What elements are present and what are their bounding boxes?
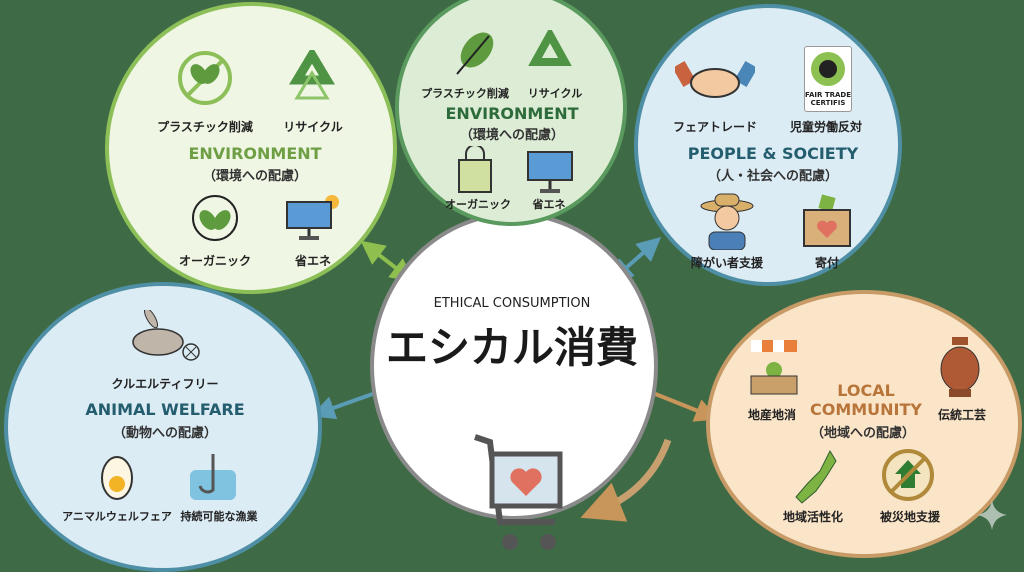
fish-hook-icon [188, 450, 238, 506]
animal-title: ANIMAL WELFARE [85, 400, 245, 419]
item-traditional-crafts: 伝統工芸 [937, 408, 987, 422]
leaf-icon [451, 30, 499, 80]
item-energy-saving: 省エネ [294, 254, 332, 268]
item-recycle: リサイクル [283, 120, 343, 134]
item-sustainable-fishing: 持続可能な漁業 [180, 510, 258, 523]
people-title: PEOPLE & SOCIETY [687, 144, 859, 163]
item-local-production: 地産地消 [747, 408, 797, 422]
local-title-line2: COMMUNITY [809, 400, 923, 419]
item-cruelty-free: クルエルティフリー [111, 377, 219, 391]
fair-trade-badge: FAIR TRADE CERTIFIS [804, 46, 852, 112]
sparkle-icon [977, 500, 1007, 534]
center-title: エシカル消費 [385, 323, 639, 372]
local-title-line1: LOCAL [837, 381, 895, 400]
recycle-icon [525, 26, 575, 80]
egg-icon [99, 450, 135, 506]
people-society-circle [634, 4, 902, 286]
item-anti-child-labor: 児童労働反対 [789, 120, 863, 134]
environment-circle-left [105, 2, 397, 294]
item-plastic-reduction: プラスチック削減 [421, 87, 509, 100]
japan-map-icon [790, 447, 840, 511]
environment-title: ENVIRONMENT [188, 144, 322, 163]
item-disability-support: 障がい者支援 [690, 256, 764, 270]
item-recycle: リサイクル [527, 87, 583, 100]
environment-circle-top [395, 0, 627, 226]
solar-panel-icon [282, 192, 342, 246]
handshake-icon [672, 55, 758, 109]
item-fair-trade: フェアトレード [672, 120, 758, 134]
organic-bag-icon [453, 144, 497, 198]
traditional-pottery-icon [939, 335, 981, 403]
no-plastic-icon [177, 50, 233, 110]
farmer-icon [699, 190, 755, 254]
item-plastic-reduction: プラスチック削減 [157, 120, 253, 134]
disaster-support-icon [881, 448, 935, 506]
local-subtitle: （地域への配慮） [810, 426, 916, 441]
center-subtitle: ETHICAL CONSUMPTION [433, 296, 591, 311]
animal-subtitle: （動物への配慮） [112, 426, 218, 441]
item-organic: オーガニック [445, 198, 511, 211]
people-subtitle: （人・社会への配慮） [707, 169, 839, 184]
cruelty-free-rabbit-icon [123, 307, 203, 369]
item-regional-revitalization: 地域活性化 [782, 510, 844, 524]
donation-box-icon [800, 194, 854, 254]
environment-subtitle: （環境への配慮） [202, 169, 308, 184]
item-disaster-area-support: 被災地支援 [879, 510, 941, 524]
environment-title: ENVIRONMENT [445, 104, 579, 123]
environment-subtitle: （環境への配慮） [459, 128, 565, 143]
arrow-to-cart [580, 438, 672, 522]
item-animal-welfare: アニマルウェルフェア [62, 510, 172, 523]
organic-icon [189, 190, 241, 246]
item-energy-saving: 省エネ [532, 198, 566, 211]
shopping-cart-heart-icon [470, 432, 570, 563]
item-organic: オーガニック [178, 254, 252, 268]
recycle-icon [282, 46, 342, 112]
item-donation: 寄付 [814, 256, 840, 270]
fair-trade-badge-text: FAIR TRADE CERTIFIS [805, 91, 852, 107]
solar-panel-icon [524, 148, 576, 200]
arrow-env-left [360, 240, 415, 283]
local-community-circle [706, 290, 1022, 558]
market-stall-icon [747, 336, 801, 400]
